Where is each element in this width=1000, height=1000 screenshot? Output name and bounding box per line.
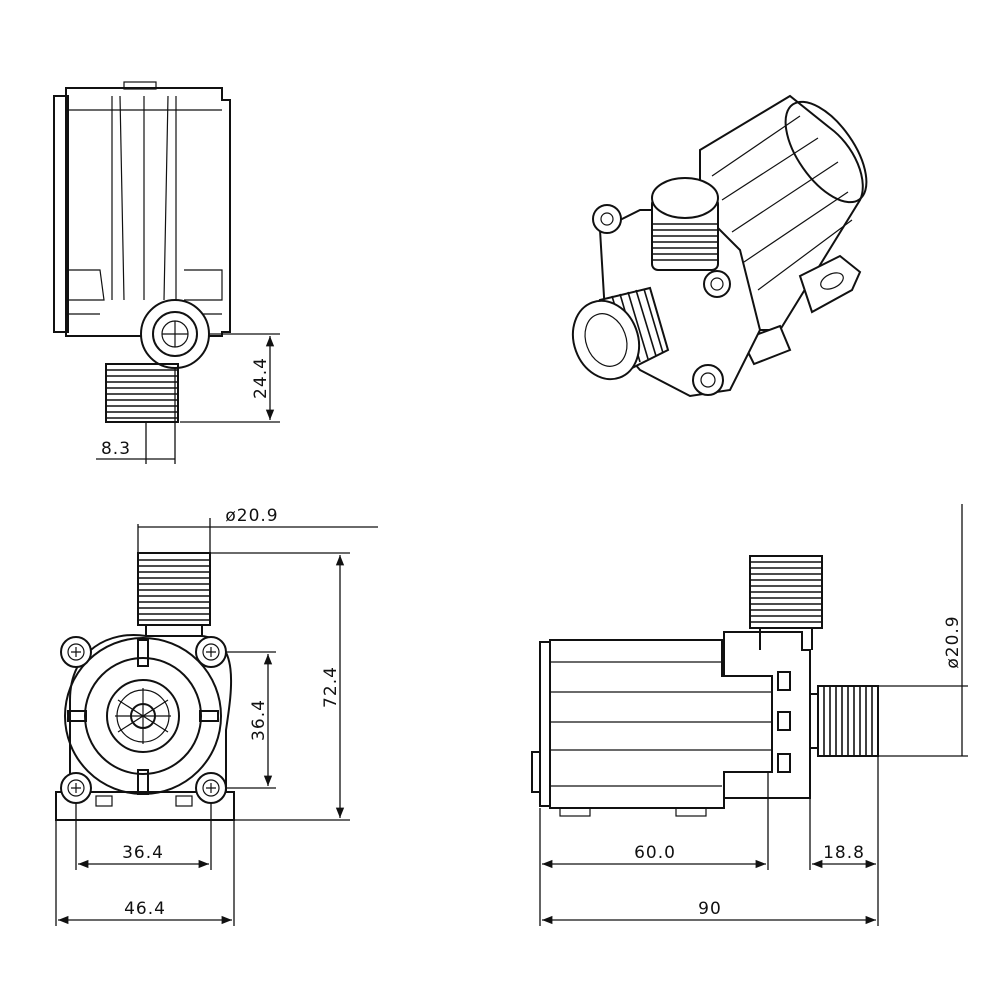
- dim-36-4-h-label: 36.4: [122, 843, 164, 863]
- front-tab-top: [137, 639, 149, 667]
- top-head-tab-1: [777, 671, 791, 691]
- dim-24-4-label: 24.4: [251, 357, 271, 399]
- front-view: ø20.9 72.4 36.4 36.4 46.4: [55, 506, 378, 926]
- iso-lug-3-screw: [700, 372, 716, 388]
- iso-cylinder-ribs: [711, 115, 853, 291]
- iso-lug-2: [703, 270, 731, 298]
- top-foot-right: [675, 807, 707, 817]
- dim-top-dia-label: ø20.9: [943, 615, 963, 668]
- iso-lug-3: [692, 364, 724, 396]
- iso-front-inlet-bore: [584, 313, 628, 367]
- side-body-outline: [65, 87, 231, 337]
- side-lower-blocks: [66, 269, 223, 301]
- iso-mount-bracket: [798, 254, 862, 314]
- top-foot-left: [559, 807, 591, 817]
- side-view: 24.4 8.3: [53, 81, 280, 464]
- side-thread-lines: [106, 369, 178, 419]
- side-top-tab: [123, 81, 157, 90]
- front-impeller-outer: [106, 679, 180, 753]
- iso-mount-bracket-2: [740, 324, 792, 366]
- top-inlet-thread-lines: [823, 686, 873, 756]
- dim-front-dia-label: ø20.9: [225, 506, 278, 526]
- front-outlet-thread-lines: [138, 559, 210, 621]
- front-foot-right: [175, 795, 193, 807]
- iso-top-outlet-end: [651, 177, 719, 219]
- dim-60-label: 60.0: [634, 843, 676, 863]
- iso-mount-hole: [820, 272, 844, 290]
- dim-72-4-label: 72.4: [321, 666, 341, 708]
- dim-8-3-label: 8.3: [101, 439, 131, 459]
- side-thread: [105, 363, 179, 423]
- iso-top-outlet-threads: [652, 223, 718, 261]
- side-left-flange: [53, 95, 69, 333]
- top-outlet-thread-lines: [750, 561, 822, 623]
- top-view: ø20.9 60.0 18.8 90: [531, 504, 968, 926]
- isometric-view: [571, 94, 868, 398]
- front-impeller-vanes: [115, 688, 171, 744]
- iso-lug-1: [592, 204, 622, 234]
- front-screw-top-right: [195, 636, 227, 668]
- top-head-block: [723, 631, 811, 799]
- front-screw-top-left: [60, 636, 92, 668]
- top-body-ribs: [550, 661, 772, 787]
- top-head-tab-2: [777, 753, 791, 773]
- front-screw-bottom-left: [60, 772, 92, 804]
- side-ribs: [111, 95, 177, 301]
- top-inlet-neck: [810, 693, 818, 749]
- top-cable-stub: [531, 751, 541, 793]
- dim-18-8-label: 18.8: [823, 843, 865, 863]
- dim-46-4-label: 46.4: [124, 899, 166, 919]
- front-screw-bottom-right: [195, 772, 227, 804]
- front-tab-left: [67, 710, 87, 722]
- iso-lug-2-screw: [710, 277, 724, 291]
- side-inlet-ring: [152, 311, 198, 357]
- dim-90-label: 90: [698, 899, 722, 919]
- dim-36-4-v-label: 36.4: [249, 699, 269, 741]
- front-tab-right: [199, 710, 219, 722]
- top-outlet-neck: [759, 628, 813, 650]
- iso-cylinder-end: [784, 100, 868, 204]
- iso-lug-1-screw: [600, 212, 614, 226]
- front-tab-bottom: [137, 769, 149, 795]
- front-foot-left: [95, 795, 113, 807]
- top-end-cap: [539, 641, 551, 807]
- side-inlet-cross: [162, 321, 188, 347]
- front-outlet-thread: [137, 552, 211, 626]
- top-head-tab-3: [777, 711, 791, 731]
